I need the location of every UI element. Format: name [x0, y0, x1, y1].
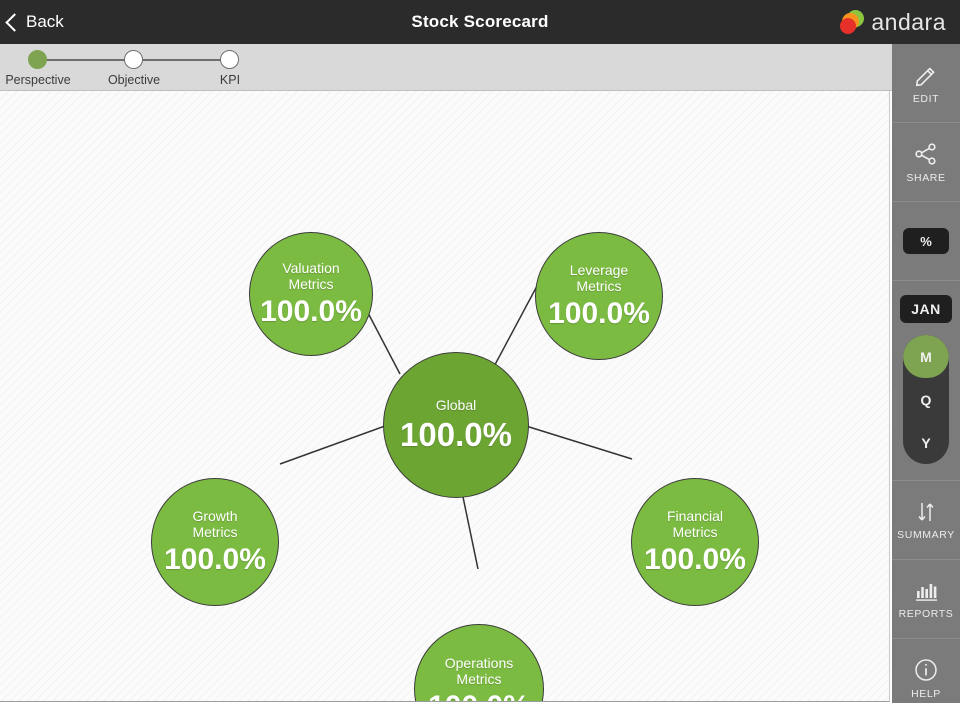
- stepper-label: Perspective: [5, 73, 71, 87]
- metric-node-value: 100.0%: [428, 690, 530, 702]
- metric-node-value: 100.0%: [644, 542, 746, 576]
- period-option-m[interactable]: M: [903, 335, 949, 378]
- page-title: Stock Scorecard: [411, 12, 549, 31]
- reports-label: REPORTS: [898, 607, 954, 620]
- percent-button-label: %: [903, 228, 949, 254]
- month-button[interactable]: JAN: [900, 295, 952, 323]
- sort-arrows-icon: [918, 502, 934, 521]
- global-node-value: 100.0%: [400, 415, 512, 453]
- share-button[interactable]: SHARE: [892, 123, 960, 202]
- share-label: SHARE: [906, 171, 946, 184]
- stepper-label: KPI: [219, 73, 241, 87]
- summary-label: SUMMARY: [897, 528, 955, 541]
- global-node[interactable]: Global 100.0%: [383, 352, 529, 498]
- period-option-q[interactable]: Q: [920, 391, 932, 408]
- help-button[interactable]: HELP: [892, 639, 960, 717]
- share-icon: [915, 142, 936, 165]
- stepper-label: Objective: [107, 73, 161, 87]
- top-bar: Back Stock Scorecard andara: [0, 0, 960, 44]
- edit-button[interactable]: EDIT: [892, 44, 960, 123]
- help-label: HELP: [911, 687, 941, 700]
- brand-logo: andara: [839, 0, 946, 44]
- back-button-label: Back: [26, 12, 64, 31]
- percent-toggle-button[interactable]: %: [892, 202, 960, 281]
- andara-logo-icon: [839, 9, 865, 35]
- stepper-connector: [134, 59, 230, 61]
- reports-button[interactable]: REPORTS: [892, 560, 960, 639]
- metric-node-value: 100.0%: [260, 294, 362, 328]
- stepper-connector: [38, 59, 134, 61]
- link-global-financial: [509, 420, 633, 460]
- metric-node-value: 100.0%: [164, 542, 266, 576]
- summary-button[interactable]: SUMMARY: [892, 481, 960, 560]
- wizard-stepper: Perspective Objective KPI: [0, 44, 892, 91]
- metric-node-value: 100.0%: [548, 296, 650, 330]
- bar-chart-icon: [916, 583, 937, 601]
- global-node-label: Global: [435, 396, 477, 413]
- back-button[interactable]: Back: [5, 0, 64, 44]
- stepper-dot: [124, 50, 143, 69]
- period-option-y[interactable]: Y: [921, 434, 931, 451]
- info-icon: [915, 658, 937, 681]
- link-global-growth: [279, 425, 386, 465]
- edit-label: EDIT: [912, 92, 940, 105]
- pencil-icon: [915, 66, 935, 86]
- brand-name: andara: [871, 8, 946, 35]
- stepper-dot: [28, 50, 47, 69]
- stepper-dot: [220, 50, 239, 69]
